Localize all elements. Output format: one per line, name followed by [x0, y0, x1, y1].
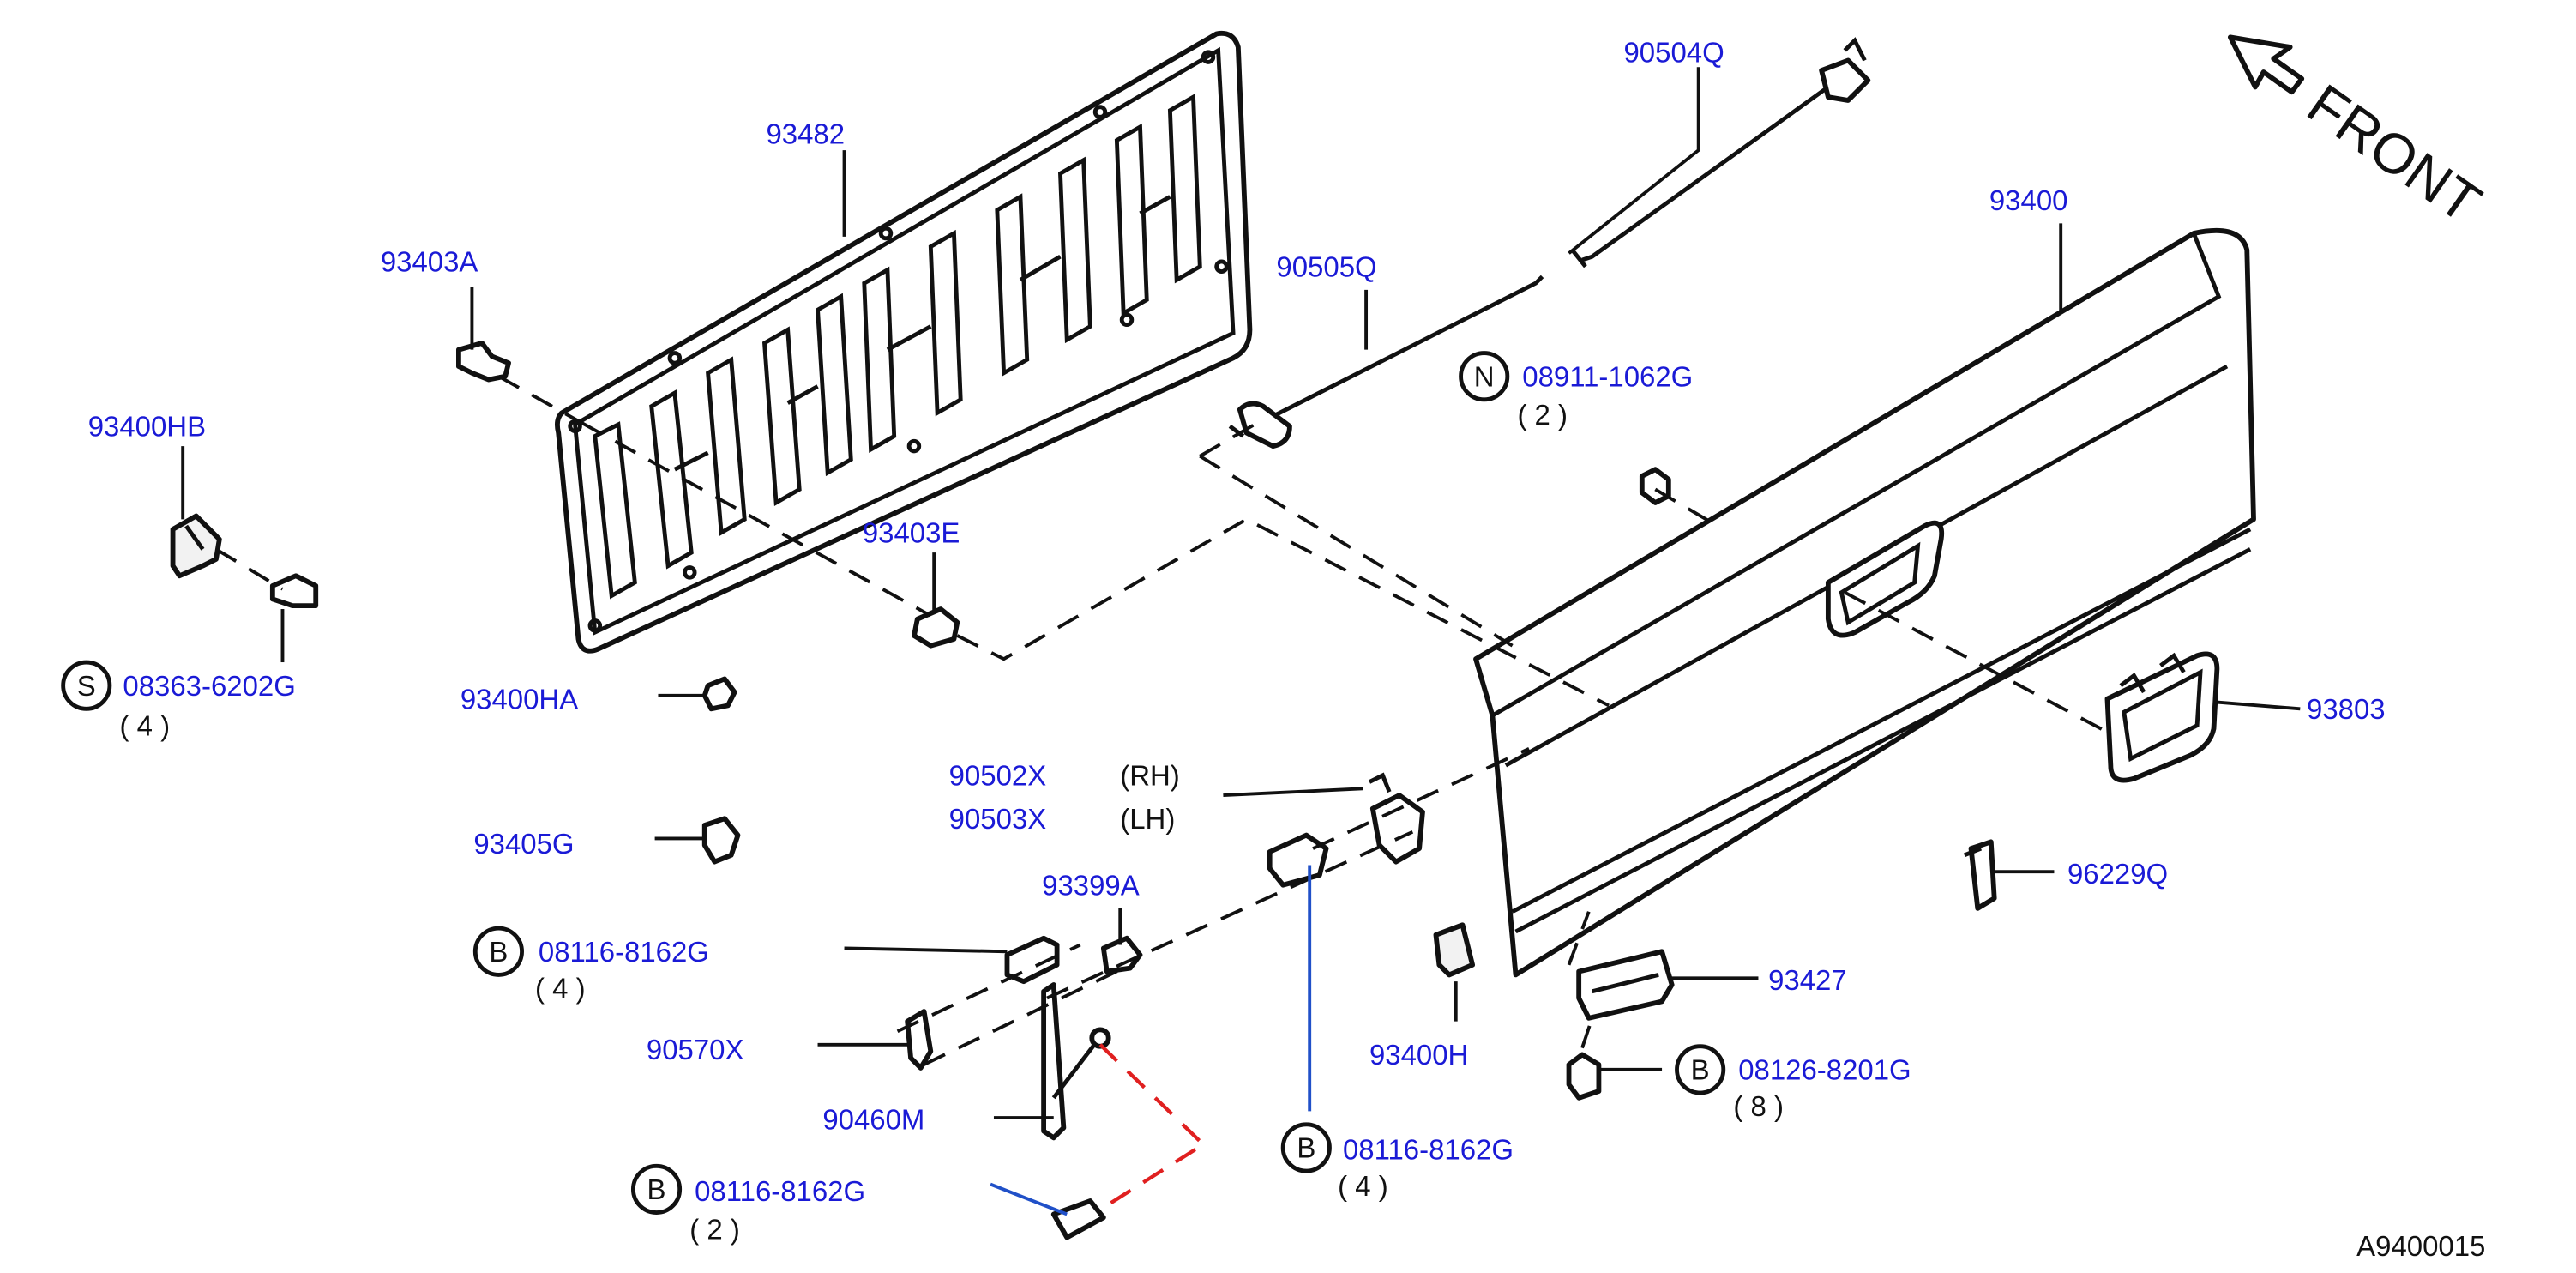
label-93400HA: 93400HA [460, 683, 578, 715]
rod-90505Q [1228, 275, 1544, 449]
bracket-96229Q [1963, 839, 1997, 911]
bolt-08116-b [1050, 1198, 1106, 1240]
bolt-08116-a [1004, 935, 1060, 985]
label-rh: (RH) [1120, 759, 1180, 791]
b-circle-icon-d [1280, 1122, 1332, 1173]
bolt-93399A [1100, 935, 1143, 974]
qty-08363: ( 4 ) [120, 709, 171, 741]
label-93427: 93427 [1768, 964, 1847, 996]
label-93400HB: 93400HB [88, 410, 206, 442]
s-circle-icon [61, 660, 112, 711]
b-prefix-a: B [489, 936, 508, 968]
bolt-08363 [269, 573, 319, 609]
label-93400: 93400 [1989, 184, 2068, 216]
b-prefix-d: B [1297, 1132, 1315, 1164]
qty-08911: ( 2 ) [1517, 399, 1568, 431]
qty-08126: ( 8 ) [1733, 1090, 1784, 1122]
clip-93403E [912, 606, 960, 649]
label-90504Q: 90504Q [1623, 36, 1724, 68]
label-90570X: 90570X [647, 1034, 744, 1065]
b-prefix-c: B [1691, 1053, 1710, 1085]
label-93399A: 93399A [1042, 869, 1140, 901]
b-circle-icon-a [472, 926, 524, 977]
qty-08116-c: ( 4 ) [1338, 1170, 1388, 1202]
clip-93405G [701, 816, 741, 865]
stopper-93400H [1433, 922, 1476, 978]
label-08116-8162G-a: 08116-8162G [539, 936, 709, 968]
label-93405G: 93405G [473, 828, 574, 860]
check-link-90460M [1041, 982, 1111, 1141]
figure-id: A9400015 [2356, 1230, 2485, 1262]
latch-93427 [1576, 949, 1675, 1021]
bracket-93400HB [170, 513, 222, 579]
label-lh: (LH) [1120, 803, 1175, 835]
label-90503X: 90503X [949, 803, 1047, 835]
label-93403E: 93403E [863, 516, 960, 548]
bolt-08126 [1566, 1052, 1602, 1101]
clip-93403A [455, 341, 511, 383]
label-08116-8162G-b: 08116-8162G [695, 1175, 865, 1207]
label-08363-6202G: 08363-6202G [123, 670, 295, 702]
label-93403A: 93403A [381, 246, 478, 278]
label-90460M: 90460M [822, 1104, 924, 1136]
label-08116-8162G-c: 08116-8162G [1343, 1134, 1514, 1166]
tailgate-liner-93482 [555, 30, 1253, 654]
label-08126-8201G: 08126-8201G [1738, 1053, 1911, 1085]
b-circle-icon-b [630, 1163, 683, 1215]
label-08911-1062G: 08911-1062G [1522, 360, 1693, 392]
label-90505Q: 90505Q [1276, 250, 1376, 282]
label-90502X: 90502X [949, 759, 1047, 791]
rod-90504Q [1570, 37, 1871, 268]
label-93482: 93482 [766, 118, 845, 149]
b-circle-icon-c [1675, 1044, 1726, 1095]
s-prefix: S [77, 670, 96, 702]
qty-08116-a: ( 4 ) [535, 973, 586, 1005]
front-label: FRONT [2296, 71, 2492, 235]
assembly-dashed-lines [214, 375, 2109, 1210]
label-93400H: 93400H [1369, 1039, 1468, 1071]
front-arrow-icon [2227, 34, 2305, 95]
label-96229Q: 96229Q [2067, 858, 2168, 890]
clip-93400HA [701, 676, 737, 712]
bracket-90570X [905, 1009, 934, 1071]
n-prefix: N [1474, 360, 1495, 392]
tailgate-handle-93803 [2104, 651, 2220, 783]
label-93803: 93803 [2307, 693, 2386, 725]
leader-lines [181, 67, 2301, 1216]
qty-08116-b: ( 2 ) [689, 1214, 740, 1246]
b-prefix-b: B [647, 1173, 666, 1205]
n-circle-icon [1459, 351, 1510, 402]
nut-08911 [1639, 467, 1671, 505]
bolt-08116-c [1267, 832, 1329, 888]
